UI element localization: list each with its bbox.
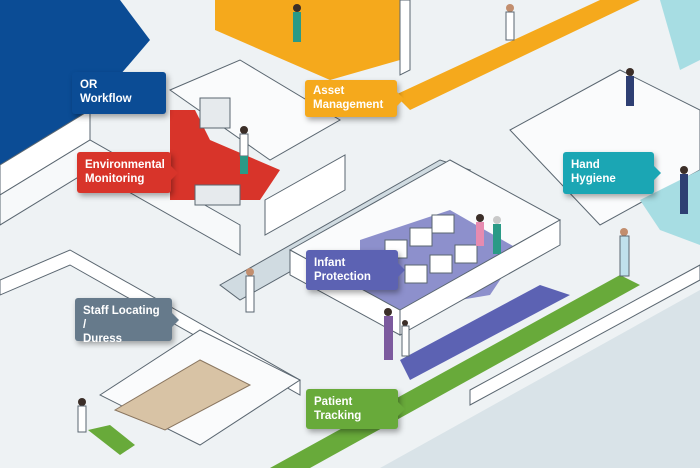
- callout-patient-tracking[interactable]: Patient Tracking: [306, 389, 405, 429]
- callout-line: Hygiene: [571, 173, 616, 185]
- conference-table: [113, 359, 252, 431]
- lab-cabinet: [199, 97, 231, 129]
- lab-room-floor: [168, 59, 341, 161]
- nursery-wall: [399, 219, 561, 336]
- callout-or-workflow[interactable]: OR Workflow: [72, 72, 166, 114]
- callout-pointer: [398, 263, 405, 277]
- callout-line: Staff Locating /: [83, 305, 160, 331]
- hand-hygiene-zone: [660, 0, 700, 70]
- corridor-wall: [469, 264, 700, 406]
- callout-line: OR: [80, 79, 98, 91]
- patient-tracking-room-zone: [88, 425, 135, 455]
- callout-line: Tracking: [314, 410, 362, 422]
- bassinets: [384, 214, 478, 284]
- environmental-floor-zone: [170, 110, 280, 200]
- callout-pointer: [397, 91, 404, 106]
- people: [77, 4, 688, 433]
- asset-path-zone: [395, 0, 640, 110]
- callout-line: Asset: [313, 85, 345, 97]
- callout-environmental-monitoring[interactable]: Environmental Monitoring: [77, 152, 178, 193]
- corridor-wall: [0, 249, 301, 396]
- infant-path-zone: [400, 285, 570, 380]
- callout-line: Workflow: [80, 93, 132, 105]
- asset-floor-zone: [215, 0, 400, 80]
- callout-pointer: [398, 402, 405, 416]
- callout-line: Monitoring: [85, 173, 145, 185]
- callout-line: Infant: [314, 257, 346, 269]
- callout-line: Environmental: [85, 159, 165, 171]
- callout-line: Patient: [314, 396, 353, 408]
- callout-line: Hand: [571, 159, 600, 171]
- callout-hand-hygiene[interactable]: Hand Hygiene: [563, 152, 661, 194]
- room-wall: [399, 0, 411, 76]
- callout-pointer: [172, 312, 179, 327]
- exterior-floor: [380, 290, 700, 468]
- callout-infant-protection[interactable]: Infant Protection: [306, 250, 405, 290]
- lab-bench: [194, 184, 241, 206]
- callout-line: Protection: [314, 271, 371, 283]
- room-wall: [0, 139, 241, 256]
- lab-wall: [264, 154, 346, 236]
- callout-line: Management: [313, 99, 384, 111]
- callout-pointer: [654, 166, 661, 180]
- callout-pointer: [171, 165, 178, 180]
- callout-line: Duress: [83, 333, 122, 345]
- callout-staff-locating[interactable]: Staff Locating / Duress: [75, 298, 179, 345]
- callout-asset-management[interactable]: Asset Management: [305, 80, 404, 117]
